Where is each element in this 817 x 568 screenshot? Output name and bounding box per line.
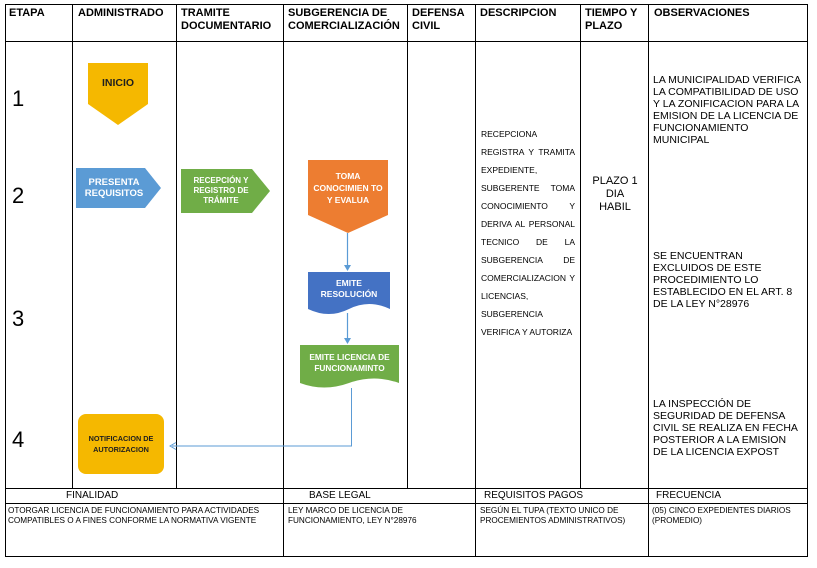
notificacion-label: NOTIFICACION DE AUTORIZACION [88,434,154,454]
base-legal-text: LEY MARCO DE LICENCIA DE FUNCIONAMIENTO,… [288,506,417,525]
etapa-number: 3 [12,306,25,331]
observacion-1: LA MUNICIPALIDAD VERIFICA LA COMPATIBILI… [653,74,801,146]
emite-resolucion-shape [308,272,390,314]
descripcion-text: RECEPCIONA REGISTRA Y TRAMITA EXPEDIENTE… [481,129,575,337]
presenta-shape [76,168,161,208]
emite-licencia-shape [300,345,399,388]
etapa-number: 4 [12,427,25,452]
finalidad-text: OTORGAR LICENCIA DE FUNCIONAMIENTO PARA … [8,506,260,525]
inicio-shape [88,63,148,125]
emite-resolucion-label: EMITE RESOLUCIÓN [320,278,378,299]
header-etapa: ETAPA [9,7,45,19]
finalidad-label: FINALIDAD [66,490,119,501]
arrowhead-icon [344,265,351,271]
etapa-number: 1 [12,86,25,111]
header-subgerencia: SUBGERENCIA DE COMERCIALIZACIÓN [288,7,400,32]
recepcion-shape [181,169,270,213]
requisitos-label: REQUISITOS PAGOS [484,490,584,501]
recepcion-label: RECEPCIÓN Y REGISTRO DE TRÁMITE [193,176,249,205]
header-tiempo: TIEMPO Y PLAZO [585,7,638,32]
observacion-2: SE ENCUENTRAN EXCLUIDOS DE ESTE PROCEDIM… [653,250,793,310]
emite-licencia-label: EMITE LICENCIA DE FUNCIONAMINTO [309,352,390,373]
presenta-label: PRESENTA REQUISITOS [84,177,144,199]
plazo-text: PLAZO 1 DIA HABIL [592,175,638,213]
toma-label: TOMA CONOCIMIEN TO Y EVALUA [313,170,383,205]
toma-shape [308,160,388,233]
arrowhead-icon [169,442,177,450]
etapa-number: 2 [12,183,25,208]
frecuencia-text: (05) CINCO EXPEDIENTES DIARIOS (PROMEDIO… [652,506,791,525]
header-descripcion: DESCRIPCION [480,7,557,19]
observacion-3: LA INSPECCIÓN DE SEGURIDAD DE DEFENSA CI… [653,398,798,458]
base-legal-label: BASE LEGAL [309,490,371,501]
header-observaciones: OBSERVACIONES [654,7,750,19]
header-tramite: TRAMITE DOCUMENTARIO [181,7,272,32]
inicio-label: INICIO [101,77,135,89]
connector-licencia-notificacion [172,388,352,447]
notificacion-shape [78,414,164,474]
arrowhead-icon [344,338,351,344]
header-defensa: DEFENSA CIVIL [412,7,465,32]
requisitos-text: SEGÚN EL TUPA (TEXTO UNICO DE PROCEMIENT… [480,506,626,525]
frecuencia-label: FRECUENCIA [656,490,722,501]
header-administrado: ADMINISTRADO [78,7,164,19]
